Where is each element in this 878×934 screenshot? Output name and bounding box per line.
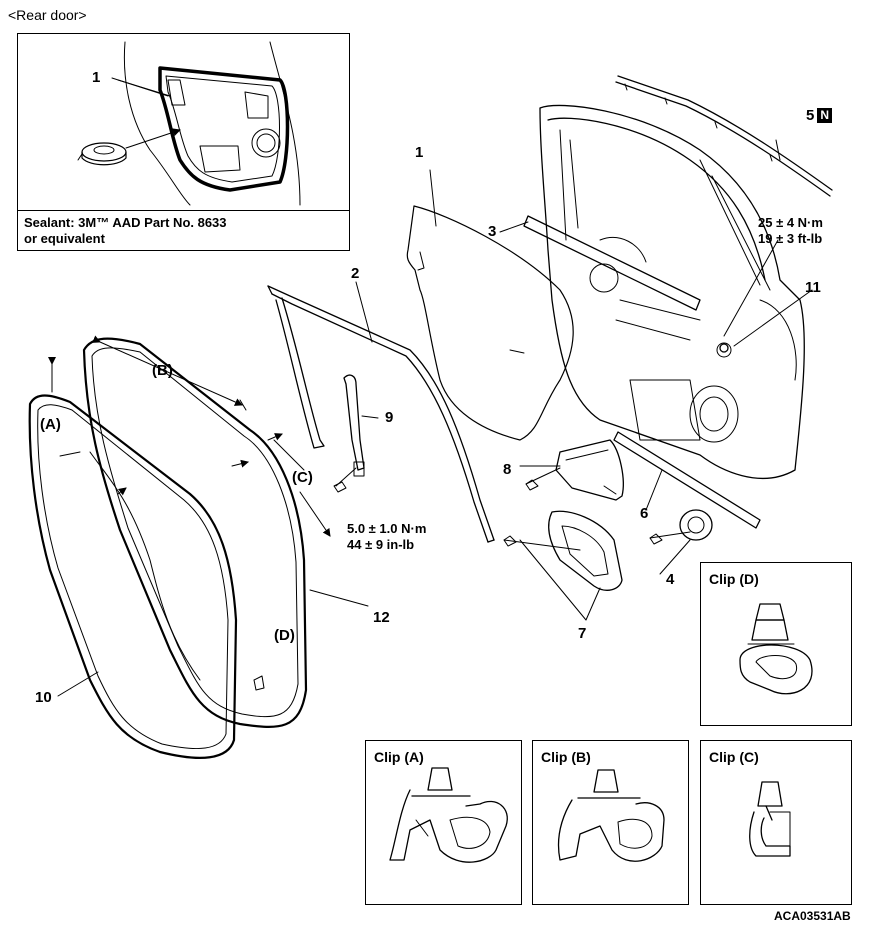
torque-11-nm: 25 ± 4 N·m bbox=[758, 215, 823, 230]
figure-code: ACA03531AB bbox=[774, 909, 851, 923]
sealant-text-line1: Sealant: 3M™ AAD Part No. 8633 bbox=[24, 215, 227, 230]
clip-c-title: Clip (C) bbox=[709, 749, 759, 765]
part-5-weatherstrip bbox=[615, 75, 833, 197]
torque-9-inlb: 44 ± 9 in-lb bbox=[347, 537, 415, 552]
diagram-title: <Rear door> bbox=[8, 7, 87, 23]
clip-ref-b: (B) bbox=[152, 362, 173, 379]
clip-b-illustration bbox=[557, 769, 665, 862]
part-11-label: 11 bbox=[805, 279, 821, 296]
part-12-weatherstrip bbox=[82, 337, 308, 728]
part-2-glass-run-channel bbox=[267, 285, 495, 543]
part-1-sealing-sheet bbox=[406, 205, 574, 441]
part-10-weatherstrip bbox=[28, 394, 238, 759]
part-2-label: 2 bbox=[351, 265, 360, 282]
part-4-label: 4 bbox=[666, 571, 675, 588]
inset-part-1-label: 1 bbox=[92, 69, 101, 86]
part-10-label: 10 bbox=[35, 689, 52, 706]
part-8-label: 8 bbox=[503, 461, 512, 478]
rear-door-panel bbox=[539, 104, 805, 480]
part-8-inside-handle bbox=[555, 439, 624, 501]
part-5-number: 5 bbox=[806, 107, 815, 124]
part-12-label: 12 bbox=[373, 609, 390, 626]
inset-door-illustration bbox=[77, 41, 301, 206]
part-7-escutcheon bbox=[548, 510, 623, 591]
clip-b-title: Clip (B) bbox=[541, 749, 591, 765]
clip-ref-d: (D) bbox=[274, 627, 295, 644]
part-6-moulding bbox=[613, 431, 761, 529]
part-11-bolt bbox=[719, 343, 729, 353]
clip-d-title: Clip (D) bbox=[709, 571, 759, 587]
clip-b-box: Clip (B) bbox=[532, 740, 689, 905]
part-3-belt-moulding bbox=[523, 215, 701, 311]
part-7-label: 7 bbox=[578, 625, 587, 642]
clip-a-title: Clip (A) bbox=[374, 749, 424, 765]
clip-a-illustration bbox=[389, 767, 508, 863]
clip-d-illustration bbox=[739, 603, 813, 695]
clip-c-illustration bbox=[749, 781, 791, 857]
clip-ref-a: (A) bbox=[40, 416, 61, 433]
sealant-text-line2: or equivalent bbox=[24, 231, 105, 246]
part-6-label: 6 bbox=[640, 505, 649, 522]
torque-9-nm: 5.0 ± 1.0 N·m bbox=[347, 521, 427, 536]
part-1-label: 1 bbox=[415, 144, 424, 161]
torque-11-ftlb: 19 ± 3 ft-lb bbox=[758, 231, 823, 246]
part-4-cover bbox=[679, 509, 713, 541]
clip-c-box: Clip (C) bbox=[700, 740, 852, 905]
part-9-label: 9 bbox=[385, 409, 394, 426]
clip-ref-c: (C) bbox=[292, 469, 313, 486]
part-3-label: 3 bbox=[488, 223, 497, 240]
part-9-channel-bracket bbox=[343, 374, 365, 477]
new-part-badge: N bbox=[817, 108, 833, 123]
inset-divider bbox=[18, 210, 349, 211]
